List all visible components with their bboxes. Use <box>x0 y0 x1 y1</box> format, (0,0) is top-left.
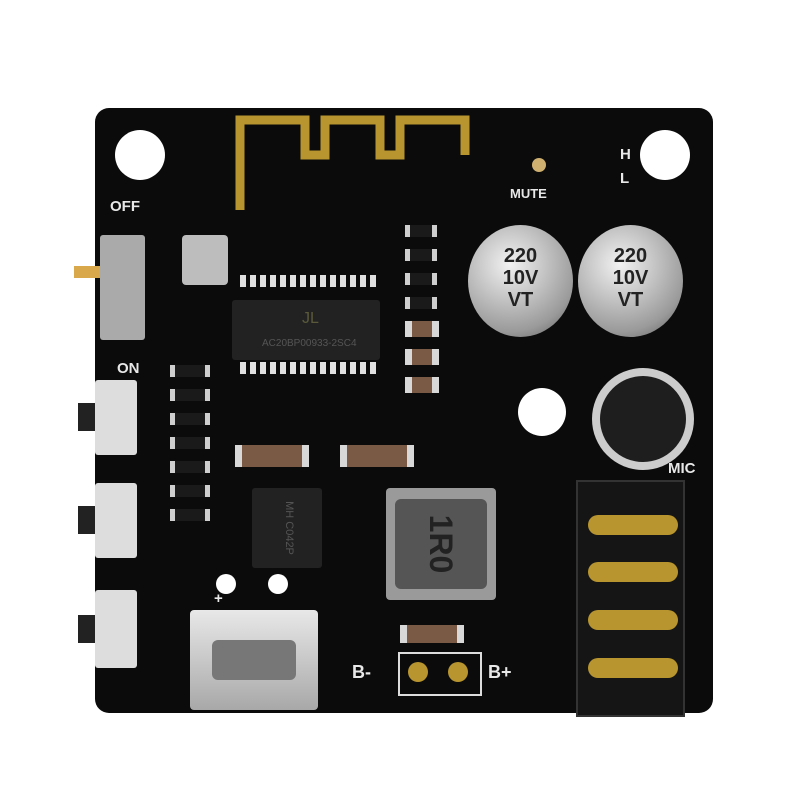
jack-contact <box>588 610 678 630</box>
pcb-antenna <box>235 115 470 210</box>
inductor-marking: 1R0 <box>395 499 487 589</box>
side-button-2[interactable] <box>95 483 137 558</box>
mute-label: MUTE <box>510 186 547 201</box>
b-minus-label: B- <box>352 662 371 682</box>
chip-pins <box>240 275 376 287</box>
mute-pad <box>532 158 546 172</box>
microphone <box>592 368 694 470</box>
side-button-3[interactable] <box>95 590 137 668</box>
switch-knob[interactable] <box>74 266 100 278</box>
button-cap[interactable] <box>78 403 95 431</box>
battery-pad-minus[interactable] <box>408 662 428 682</box>
jack-contact <box>588 515 678 535</box>
pad-hole <box>216 574 236 594</box>
crystal-oscillator <box>182 235 228 285</box>
amp-chip-text: MH C042P <box>282 501 295 555</box>
power-switch[interactable] <box>100 235 145 340</box>
resistor-array <box>405 225 439 393</box>
resistor-array <box>170 365 210 521</box>
b-plus-label: B+ <box>488 662 512 682</box>
plus-label: + <box>214 590 223 607</box>
mounting-hole <box>640 130 690 180</box>
l-label: L <box>620 170 630 187</box>
chip-pins <box>240 362 376 374</box>
chip-logo: JL <box>302 310 319 327</box>
mic-label: MIC <box>668 460 696 477</box>
battery-terminal <box>398 652 482 696</box>
main-bluetooth-chip: JL AC20BP00933-2SC4 <box>232 300 380 360</box>
amplifier-chip: MH C042P <box>252 488 322 568</box>
inductor: 1R0 <box>386 488 496 600</box>
button-cap[interactable] <box>78 506 95 534</box>
capacitor <box>400 625 464 643</box>
pad-hole <box>268 574 288 594</box>
jack-contact <box>588 562 678 582</box>
side-button-1[interactable] <box>95 380 137 455</box>
capacitor <box>340 445 414 467</box>
capacitor <box>235 445 309 467</box>
on-label: ON <box>117 360 140 377</box>
h-label: H <box>620 146 631 163</box>
battery-pad-plus[interactable] <box>448 662 468 682</box>
usb-opening <box>212 640 296 680</box>
chip-code: AC20BP00933-2SC4 <box>262 338 357 349</box>
button-cap[interactable] <box>78 615 95 643</box>
off-label: OFF <box>110 198 140 215</box>
mounting-hole <box>115 130 165 180</box>
mounting-hole <box>518 388 566 436</box>
jack-contact <box>588 658 678 678</box>
